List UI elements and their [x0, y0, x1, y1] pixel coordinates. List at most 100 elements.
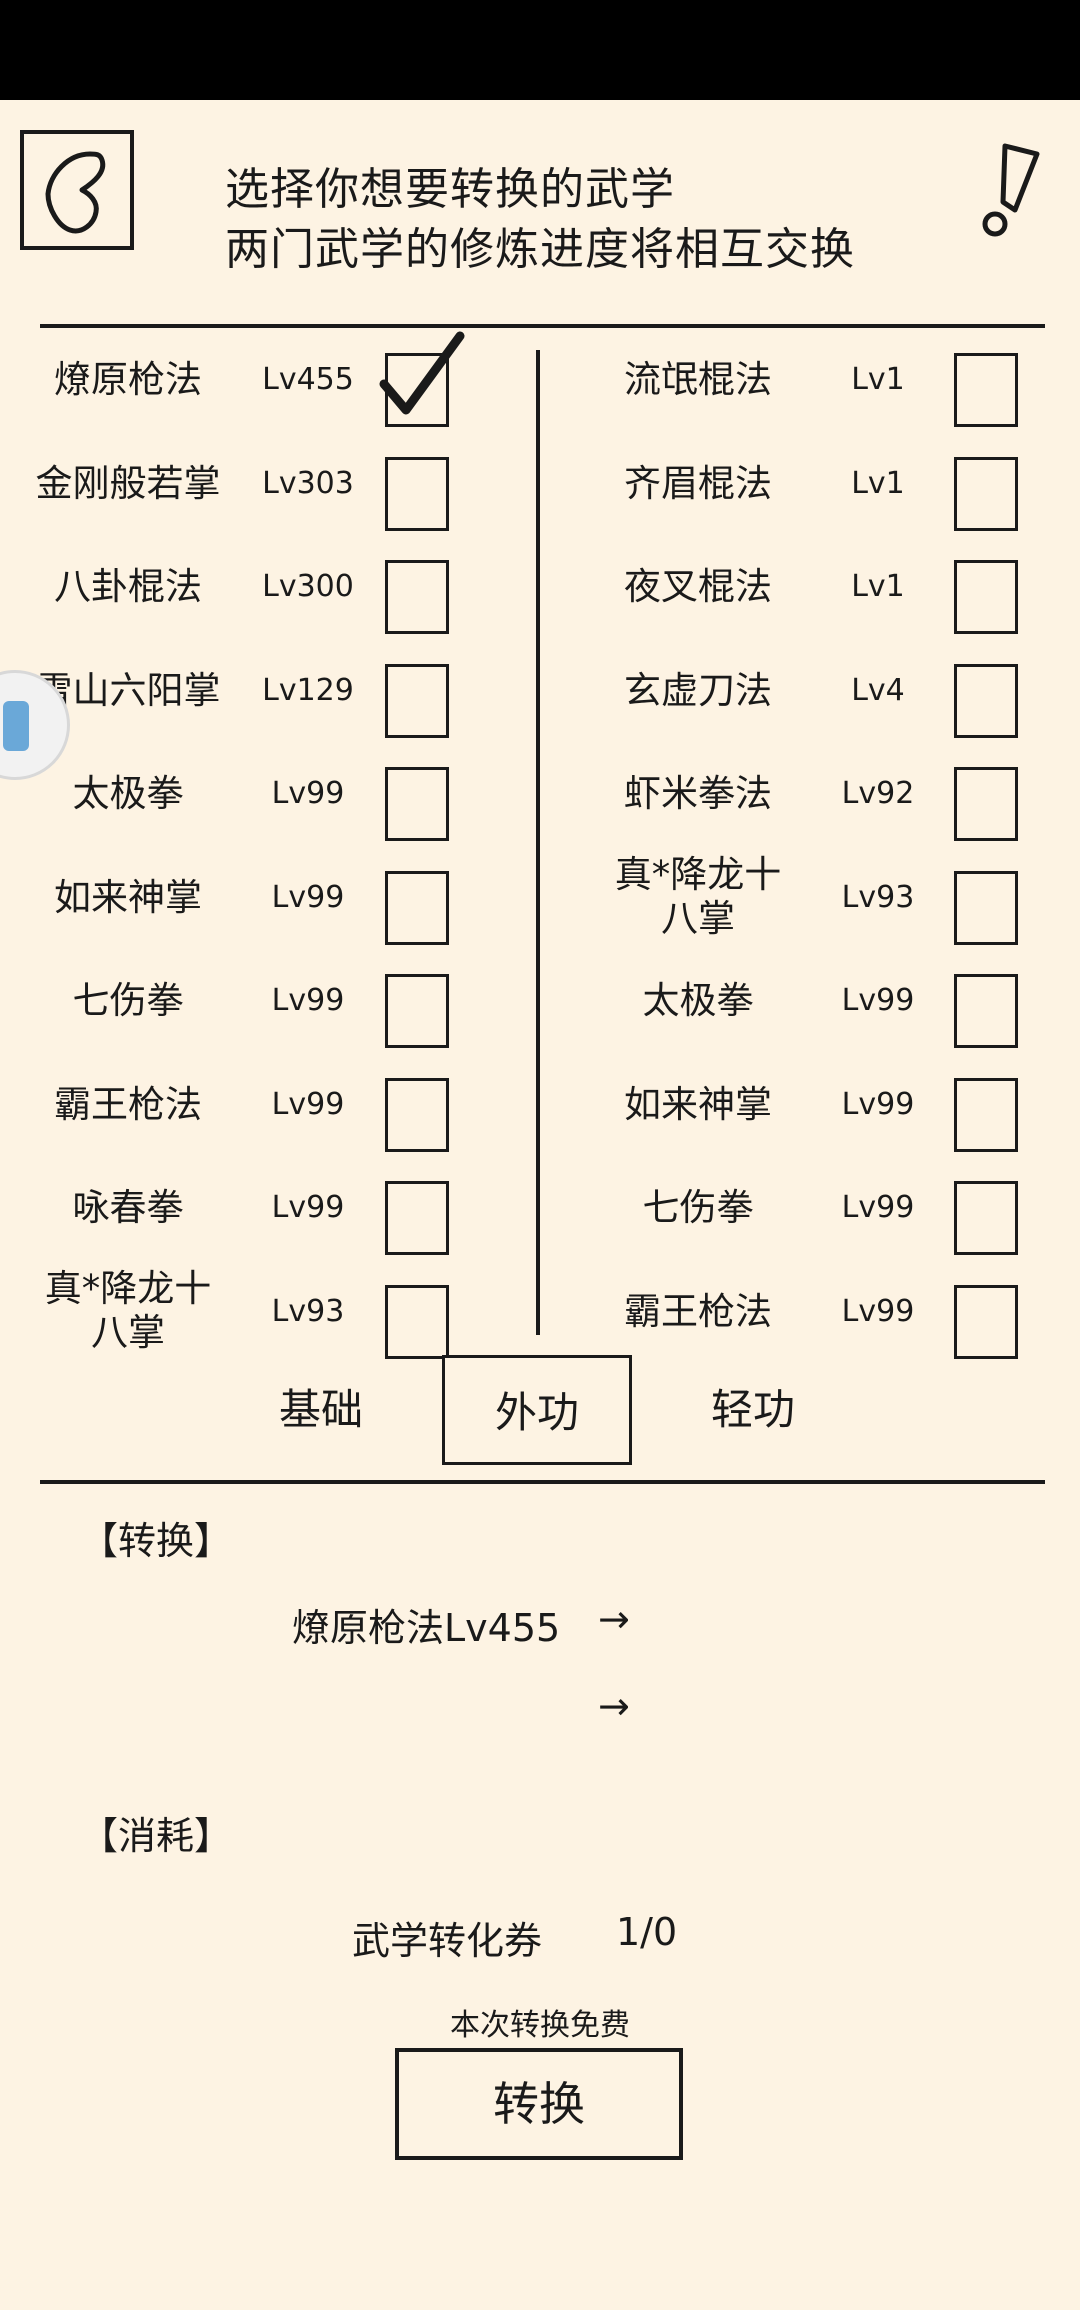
skill-name: 真*降龙十八掌	[614, 852, 782, 940]
skill-name: 太极拳	[72, 772, 184, 815]
skill-row[interactable]: 太极拳 Lv99	[0, 744, 1080, 844]
bottom-divider	[40, 1480, 1045, 1484]
exclamation-icon[interactable]	[975, 140, 1045, 244]
skill-name: 八卦棍法	[54, 565, 202, 608]
skill-level: Lv303	[262, 465, 354, 501]
skill-level: Lv99	[841, 1086, 915, 1122]
skill-name: 金刚般若掌	[35, 461, 221, 505]
skill-name: 夜叉棍法	[624, 565, 772, 608]
title-line-1: 选择你想要转换的武学	[225, 164, 675, 215]
skill-level: Lv99	[271, 776, 345, 811]
skill-name: 如来神掌	[54, 875, 202, 919]
skill-level: Lv92	[841, 776, 915, 811]
convert-arrow-1: →	[598, 1597, 630, 1641]
skill-row[interactable]: 霸王枪法 Lv99	[0, 1262, 1080, 1362]
skill-row[interactable]: 金刚般若掌 Lv303	[0, 434, 1080, 534]
skill-name: 真*降龙十八掌	[44, 1266, 212, 1354]
skill-level: Lv99	[271, 879, 345, 915]
skill-row[interactable]: 玄虚刀法 Lv4	[0, 641, 1080, 741]
page-title: 选择你想要转换的武学 两门武学的修炼进度将相互交换	[225, 160, 925, 280]
skill-level: Lv99	[271, 1086, 345, 1122]
skill-checkbox[interactable]	[954, 1284, 1018, 1359]
skill-row[interactable]: 夜叉棍法 Lv1	[0, 537, 1080, 637]
skill-name: 七伤拳	[642, 1186, 754, 1229]
skill-checkbox[interactable]	[385, 1077, 449, 1152]
skill-name: 霸王枪法	[54, 1082, 202, 1126]
free-note: 本次转换免费	[450, 2008, 630, 2043]
skill-checkbox[interactable]	[385, 560, 449, 634]
skill-checkbox[interactable]	[385, 663, 449, 738]
skill-name: 燎原枪法	[54, 358, 202, 401]
skill-name: 霸王枪法	[624, 1289, 772, 1333]
skill-checkbox[interactable]	[954, 1181, 1018, 1255]
skill-level: Lv455	[262, 362, 354, 397]
skill-row[interactable]: 真*降龙十八掌 Lv93	[0, 1262, 1080, 1362]
cost-section-label: 【消耗】	[80, 1814, 233, 1858]
skill-checkbox[interactable]	[954, 663, 1018, 738]
skill-row[interactable]: 七伤拳 Lv99	[0, 1158, 1080, 1258]
column-divider	[536, 350, 540, 1335]
skill-name: 玄虚刀法	[624, 668, 772, 712]
skill-level: Lv1	[851, 362, 905, 397]
skill-row[interactable]: 太极拳 Lv99	[0, 951, 1080, 1051]
skill-level: Lv99	[841, 1293, 915, 1329]
skill-name: 太极拳	[642, 979, 754, 1022]
tab-external[interactable]: 外功	[442, 1355, 632, 1465]
cost-item: 武学转化券	[352, 1919, 543, 1963]
cost-amount: 1/0	[616, 1910, 678, 1954]
skill-name: 齐眉棍法	[624, 461, 772, 505]
skill-row[interactable]: 燎原枪法 Lv455	[0, 330, 1080, 430]
skill-level: Lv99	[271, 983, 345, 1018]
skill-checkbox[interactable]	[385, 1181, 449, 1255]
skill-checkbox[interactable]	[954, 1077, 1018, 1152]
skill-checkbox[interactable]	[385, 870, 449, 945]
skill-name: 虾米拳法	[624, 772, 772, 815]
skill-level: Lv93	[841, 879, 915, 915]
skill-row[interactable]: 八卦棍法 Lv300	[0, 537, 1080, 637]
back-button[interactable]	[20, 130, 134, 250]
skill-level: Lv93	[271, 1293, 345, 1329]
skill-checkbox[interactable]	[954, 560, 1018, 634]
skill-checkbox[interactable]	[954, 870, 1018, 945]
skill-level: Lv99	[841, 983, 915, 1018]
skill-level: Lv1	[851, 569, 905, 604]
skill-name: 咏春拳	[72, 1186, 184, 1229]
skill-row[interactable]: 七伤拳 Lv99	[0, 951, 1080, 1051]
skill-checkbox[interactable]	[385, 974, 449, 1048]
skill-checkbox[interactable]	[385, 456, 449, 531]
skill-checkbox[interactable]	[954, 974, 1018, 1048]
status-bar	[0, 0, 1080, 100]
skill-level: Lv300	[262, 569, 354, 604]
skill-row[interactable]: 咏春拳 Lv99	[0, 1158, 1080, 1258]
skill-row[interactable]: 霸王枪法 Lv99	[0, 1055, 1080, 1155]
skill-checkbox[interactable]	[954, 456, 1018, 531]
skill-level: Lv129	[262, 672, 354, 708]
skill-name: 流氓棍法	[624, 358, 772, 401]
checkmark-icon	[379, 331, 465, 415]
skill-checkbox[interactable]	[954, 767, 1018, 841]
skill-row[interactable]: 如来神掌 Lv99	[0, 848, 1080, 948]
skill-level: Lv1	[851, 465, 905, 501]
skill-checkbox[interactable]	[385, 767, 449, 841]
skill-checkbox[interactable]	[954, 353, 1018, 427]
skill-row[interactable]: 流氓棍法 Lv1	[0, 330, 1080, 430]
tab-basic[interactable]: 基础	[278, 1385, 363, 1434]
tab-qinggong[interactable]: 轻功	[710, 1385, 795, 1434]
skill-level: Lv99	[841, 1190, 915, 1225]
skill-name: 如来神掌	[624, 1082, 772, 1126]
skill-checkbox[interactable]	[379, 331, 465, 427]
convert-from: 燎原枪法Lv455	[292, 1606, 561, 1650]
skill-checkbox[interactable]	[385, 1284, 449, 1359]
convert-button[interactable]: 转换	[395, 2048, 683, 2160]
skill-row[interactable]: 真*降龙十八掌 Lv93	[0, 848, 1080, 948]
title-line-2: 两门武学的修炼进度将相互交换	[225, 224, 855, 275]
convert-arrow-2: →	[598, 1684, 630, 1728]
skill-row[interactable]: 虾米拳法 Lv92	[0, 744, 1080, 844]
skill-row[interactable]: 齐眉棍法 Lv1	[0, 434, 1080, 534]
skill-name: 七伤拳	[72, 979, 184, 1022]
skill-row[interactable]: 如来神掌 Lv99	[0, 1055, 1080, 1155]
top-divider	[40, 324, 1045, 328]
skill-level: Lv4	[851, 672, 905, 708]
convert-section-label: 【转换】	[80, 1519, 233, 1563]
